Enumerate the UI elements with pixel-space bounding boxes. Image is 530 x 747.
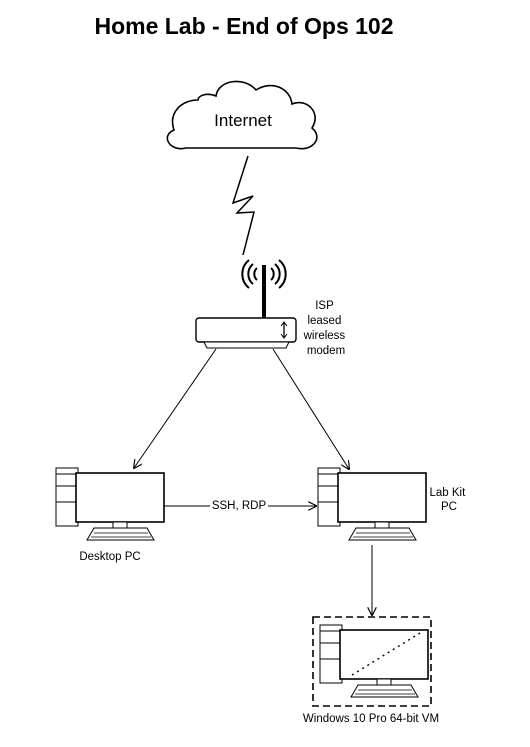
virtual-machine-icon: [312, 616, 432, 707]
modem-label: ISP leased wireless modem: [303, 300, 349, 357]
internet-label: Internet: [214, 111, 272, 130]
cloud-icon: [166, 80, 318, 150]
desktop-pc-label: Desktop PC: [79, 551, 140, 563]
desktop-pc-icon: [55, 467, 165, 541]
edge-modem-to-desktop: [134, 348, 217, 468]
wireless-router-icon: [195, 259, 297, 349]
lightning-link-icon: [231, 155, 255, 256]
edge-modem-to-labkit: [272, 348, 349, 469]
labkit-pc-icon: [317, 467, 427, 541]
edge-label-ssh-rdp: SSH, RDP: [212, 500, 267, 512]
edge-label-bg: [210, 498, 268, 512]
labkit-pc-label: Lab Kit PC: [429, 487, 468, 513]
vm-label: Windows 10 Pro 64-bit VM: [303, 713, 439, 725]
diagram-title: Home Lab - End of Ops 102: [94, 13, 393, 39]
